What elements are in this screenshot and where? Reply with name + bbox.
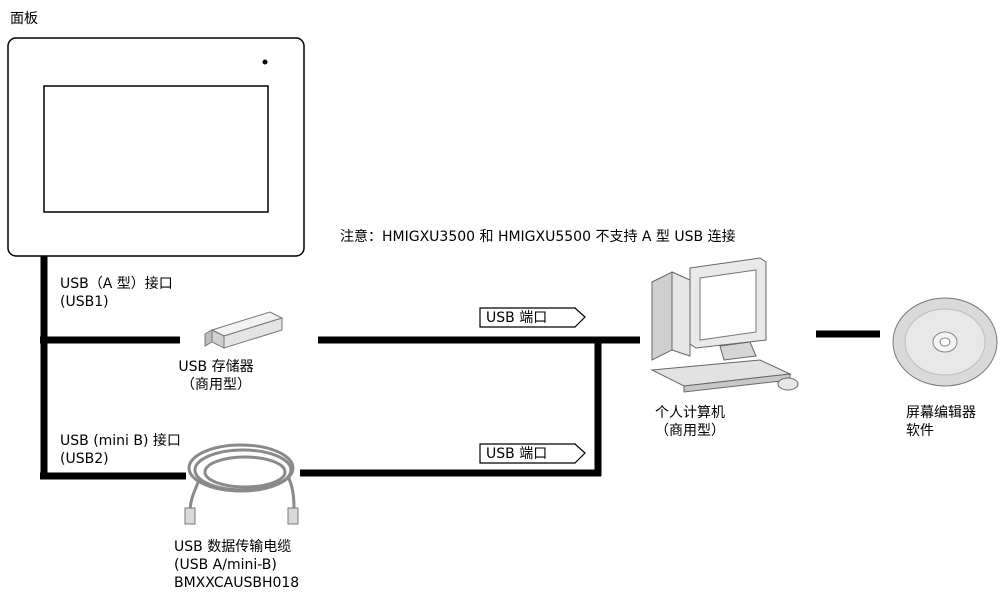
usb-mini-port-line1: USB (mini B) 接口 <box>60 433 181 449</box>
usb-cable-icon <box>184 443 299 525</box>
usb-port-tag-top-label: USB 端口 <box>486 310 548 326</box>
wires <box>40 256 880 480</box>
usb-storage-line2: （商用型） <box>181 377 251 393</box>
usb-mini-port-line2: (USB2) <box>60 451 109 467</box>
usb-storage-label: USB 存储器 （商用型） <box>166 358 266 394</box>
usb-port-tag-bottom <box>479 443 586 464</box>
usb-port-tag-top <box>479 307 586 328</box>
usb-cable-label: USB 数据传输电缆 (USB A/mini-B) BMXXCAUSBH018 <box>174 538 299 592</box>
usb-storage-icon <box>204 311 284 349</box>
software-cd-icon <box>892 297 998 387</box>
usb-storage-line1: USB 存储器 <box>178 359 254 375</box>
hmi-panel <box>7 37 305 257</box>
pc-line1: 个人计算机 <box>655 405 725 421</box>
panel-label: 面板 <box>10 11 38 27</box>
pc-label: 个人计算机 （商用型） <box>640 404 740 440</box>
usb-a-port-line1: USB（A 型）接口 <box>60 276 173 292</box>
pc-icon <box>650 257 799 393</box>
software-line2: 软件 <box>906 423 934 439</box>
usb-a-port-label: USB（A 型）接口 (USB1) <box>60 275 173 311</box>
note-text: 注意：HMIGXU3500 和 HMIGXU5500 不支持 A 型 USB 连… <box>340 229 736 245</box>
usb-mini-port-label: USB (mini B) 接口 (USB2) <box>60 432 181 468</box>
software-label: 屏幕编辑器 软件 <box>906 404 976 440</box>
usb-cable-line2: (USB A/mini-B) <box>174 557 277 573</box>
usb-port-tag-bottom-label: USB 端口 <box>486 446 548 462</box>
pc-line2: （商用型） <box>655 423 725 439</box>
usb-a-port-line2: (USB1) <box>60 294 109 310</box>
usb-cable-line3: BMXXCAUSBH018 <box>174 575 300 591</box>
software-line1: 屏幕编辑器 <box>906 405 976 421</box>
usb-cable-line1: USB 数据传输电缆 <box>174 539 292 555</box>
